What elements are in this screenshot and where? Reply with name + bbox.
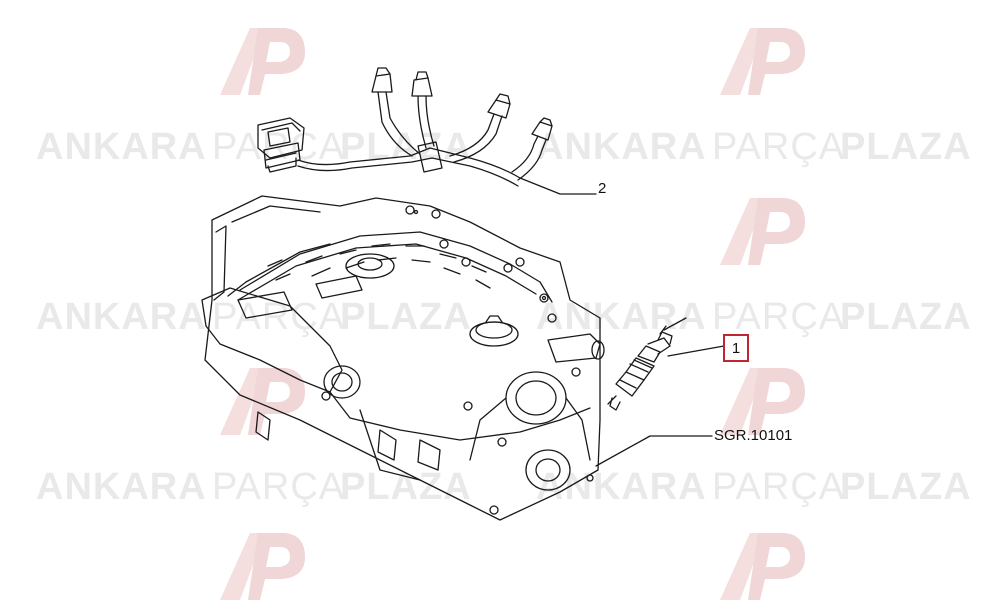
callout-label-harness: 2: [598, 180, 607, 197]
watermark-word: PARÇA: [712, 126, 846, 168]
callout-label-cylinder-head: SGR.10101: [714, 427, 793, 444]
watermark-word: PARÇA: [712, 296, 846, 338]
watermark-word: ANKARA: [536, 296, 707, 338]
watermark-word: ANKARA: [536, 126, 707, 168]
watermark-word: PLAZA: [340, 296, 472, 338]
watermark-word: ANKARA: [36, 466, 207, 508]
watermark-word: ANKARA: [36, 296, 207, 338]
watermark-word: ANKARA: [536, 466, 707, 508]
ignition-harness: [257, 67, 553, 187]
watermark-logo-icon: [720, 533, 805, 600]
callout-label-spark-plug: 1: [723, 334, 749, 362]
leader-line-spark-plug: [667, 345, 725, 357]
watermark-word: PLAZA: [840, 296, 972, 338]
watermark-logo-icon: [720, 368, 805, 435]
watermark-logo-icon: [720, 28, 805, 95]
watermark-word: PLAZA: [840, 126, 972, 168]
watermark-logo-icon: [220, 28, 305, 95]
watermark-word: ANKARA: [36, 126, 207, 168]
watermark-word: PARÇA: [212, 466, 346, 508]
leader-line-harness: [519, 177, 597, 195]
cylinder-head: [201, 195, 605, 521]
watermark-word: PARÇA: [712, 466, 846, 508]
watermark-logo-icon: [720, 198, 805, 265]
watermark-logo-icon: [220, 533, 305, 600]
leader-line-cylinder-head: [595, 435, 713, 467]
spark-plug: [607, 317, 687, 411]
watermark-word: PLAZA: [840, 466, 972, 508]
watermark-logo-icon: [220, 368, 305, 435]
